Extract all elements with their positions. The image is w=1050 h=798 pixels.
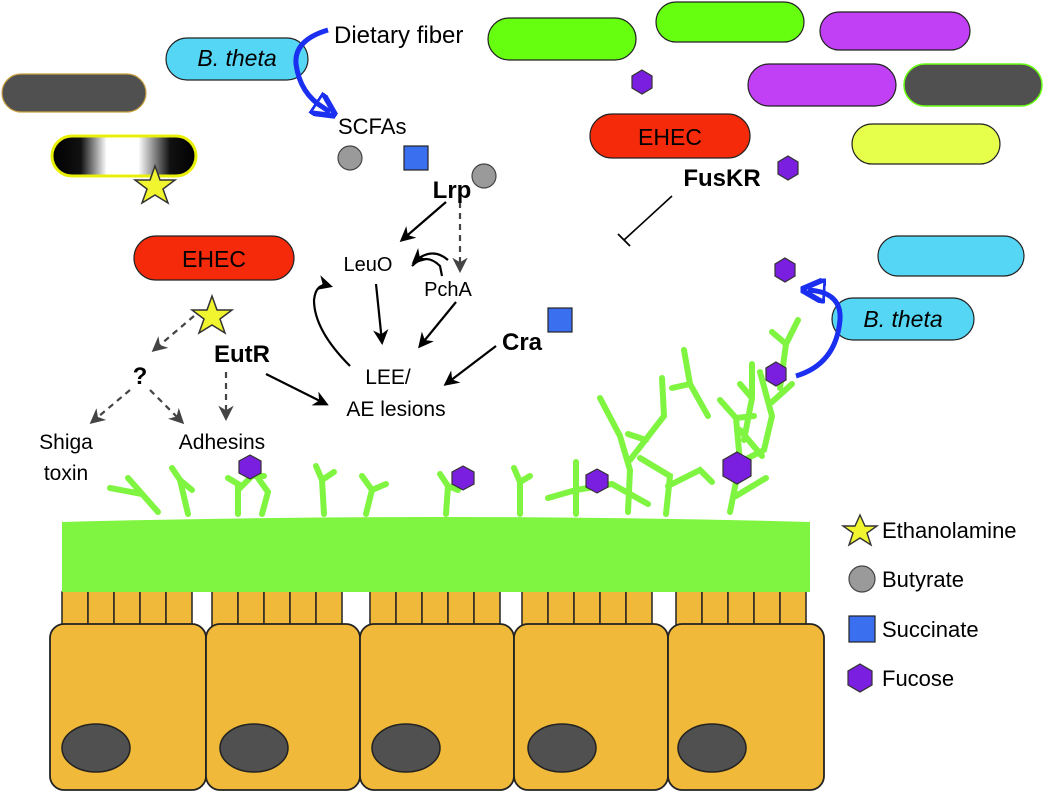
succinate-squares [403, 145, 573, 333]
label-question: ? [133, 363, 148, 390]
text-labels: Dietary fiber B. theta SCFAs Lrp LeuO Pc… [39, 22, 943, 485]
eut-bacterium [50, 134, 198, 178]
label-lee-line1: LEE/ [365, 366, 411, 389]
legend-label-fucose: Fucose [882, 666, 954, 691]
label-ehec-left: EHEC [182, 246, 246, 272]
label-fuskr: FusKR [683, 165, 760, 192]
b-theta-cell-right [831, 297, 975, 341]
legend: Ethanolamine Butyrate Succinate Fucose [840, 513, 1017, 693]
legend-label-butyrate: Butyrate [882, 567, 964, 592]
label-pcha: PchA [424, 279, 472, 301]
label-eutr: EutR [214, 341, 270, 368]
fiber-to-scfa-arrow [293, 27, 330, 112]
b-theta-cell-top [165, 37, 309, 81]
label-b-theta-top: B. theta [197, 45, 276, 71]
legend-label-succinate: Succinate [882, 617, 979, 642]
label-dietary-fiber: Dietary fiber [334, 22, 463, 49]
label-leuo: LeuO [344, 254, 393, 276]
ethanolamine-legend-icon [840, 513, 880, 547]
legend-label-ethanolamine: Ethanolamine [882, 518, 1017, 543]
mucus-layer [62, 517, 810, 592]
label-lee-line2: AE lesions [346, 398, 445, 421]
ethanolamine-stars [132, 163, 235, 335]
succinate-legend-icon [848, 615, 876, 643]
butyrate-legend-icon [848, 565, 876, 593]
label-b-theta-right: B. theta [863, 306, 942, 332]
label-shiga-line1: Shiga [39, 431, 93, 454]
butyrate-circles [337, 145, 497, 189]
mucin-glycans [107, 317, 801, 517]
label-cra: Cra [502, 329, 543, 356]
fucose-hexagons [238, 69, 799, 494]
label-shiga-line2: toxin [44, 462, 88, 485]
ehec-cell-left [133, 235, 295, 281]
epithelium [49, 580, 825, 791]
commensal-microbes [1, 1, 1043, 277]
ehec-cell-right [589, 113, 751, 159]
fucose-legend-icon [847, 663, 873, 693]
label-scfas: SCFAs [338, 114, 406, 139]
label-adhesins: Adhesins [179, 431, 265, 454]
regulatory-arrows [89, 195, 673, 425]
b-theta-fucose-arrow [795, 290, 843, 379]
nuclei [61, 723, 747, 773]
label-ehec-right: EHEC [638, 124, 702, 150]
label-lrp: Lrp [433, 177, 472, 204]
